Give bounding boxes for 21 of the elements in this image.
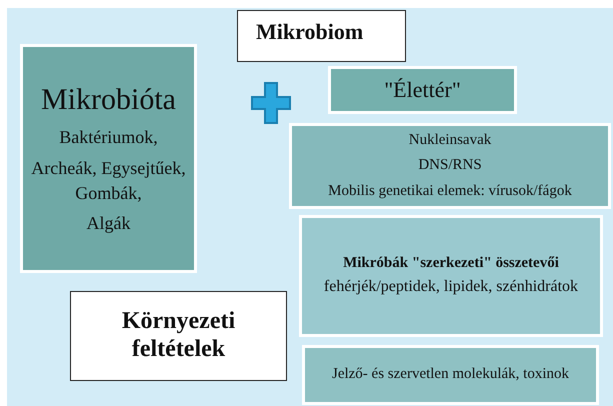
- body-text: Algák: [86, 213, 132, 234]
- content-box: [299, 215, 603, 337]
- category-box: [328, 66, 517, 114]
- body-text: Környezeti feltételek: [120, 308, 236, 364]
- body-text: "Élettér": [383, 77, 462, 103]
- label-box: [70, 291, 287, 381]
- content-box: [289, 123, 611, 209]
- heading-text: Mikrobióta: [40, 82, 177, 118]
- body-text: Gombák,: [74, 182, 143, 204]
- body-text: DNS/RNS: [417, 157, 483, 175]
- heading-text: Nukleinsavak: [408, 132, 492, 150]
- title-box: [237, 10, 406, 62]
- body-text: Archeák, Egysejtűek,: [30, 158, 187, 179]
- body-text: fehérjék/peptidek, lipidek, szénhidrátok: [322, 278, 580, 297]
- heading-text: Mikróbák "szerkezeti" összetevői: [342, 255, 560, 272]
- body-text: Mikrobiom: [255, 19, 364, 44]
- body-text: Mobilis genetikai elemek: vírusok/fágok: [327, 182, 573, 200]
- content-box: [302, 345, 599, 405]
- body-text: Baktériumok,: [58, 127, 159, 148]
- category-box: [20, 44, 197, 273]
- body-text: Jelző- és szervetlen molekulák, toxinok: [330, 365, 570, 384]
